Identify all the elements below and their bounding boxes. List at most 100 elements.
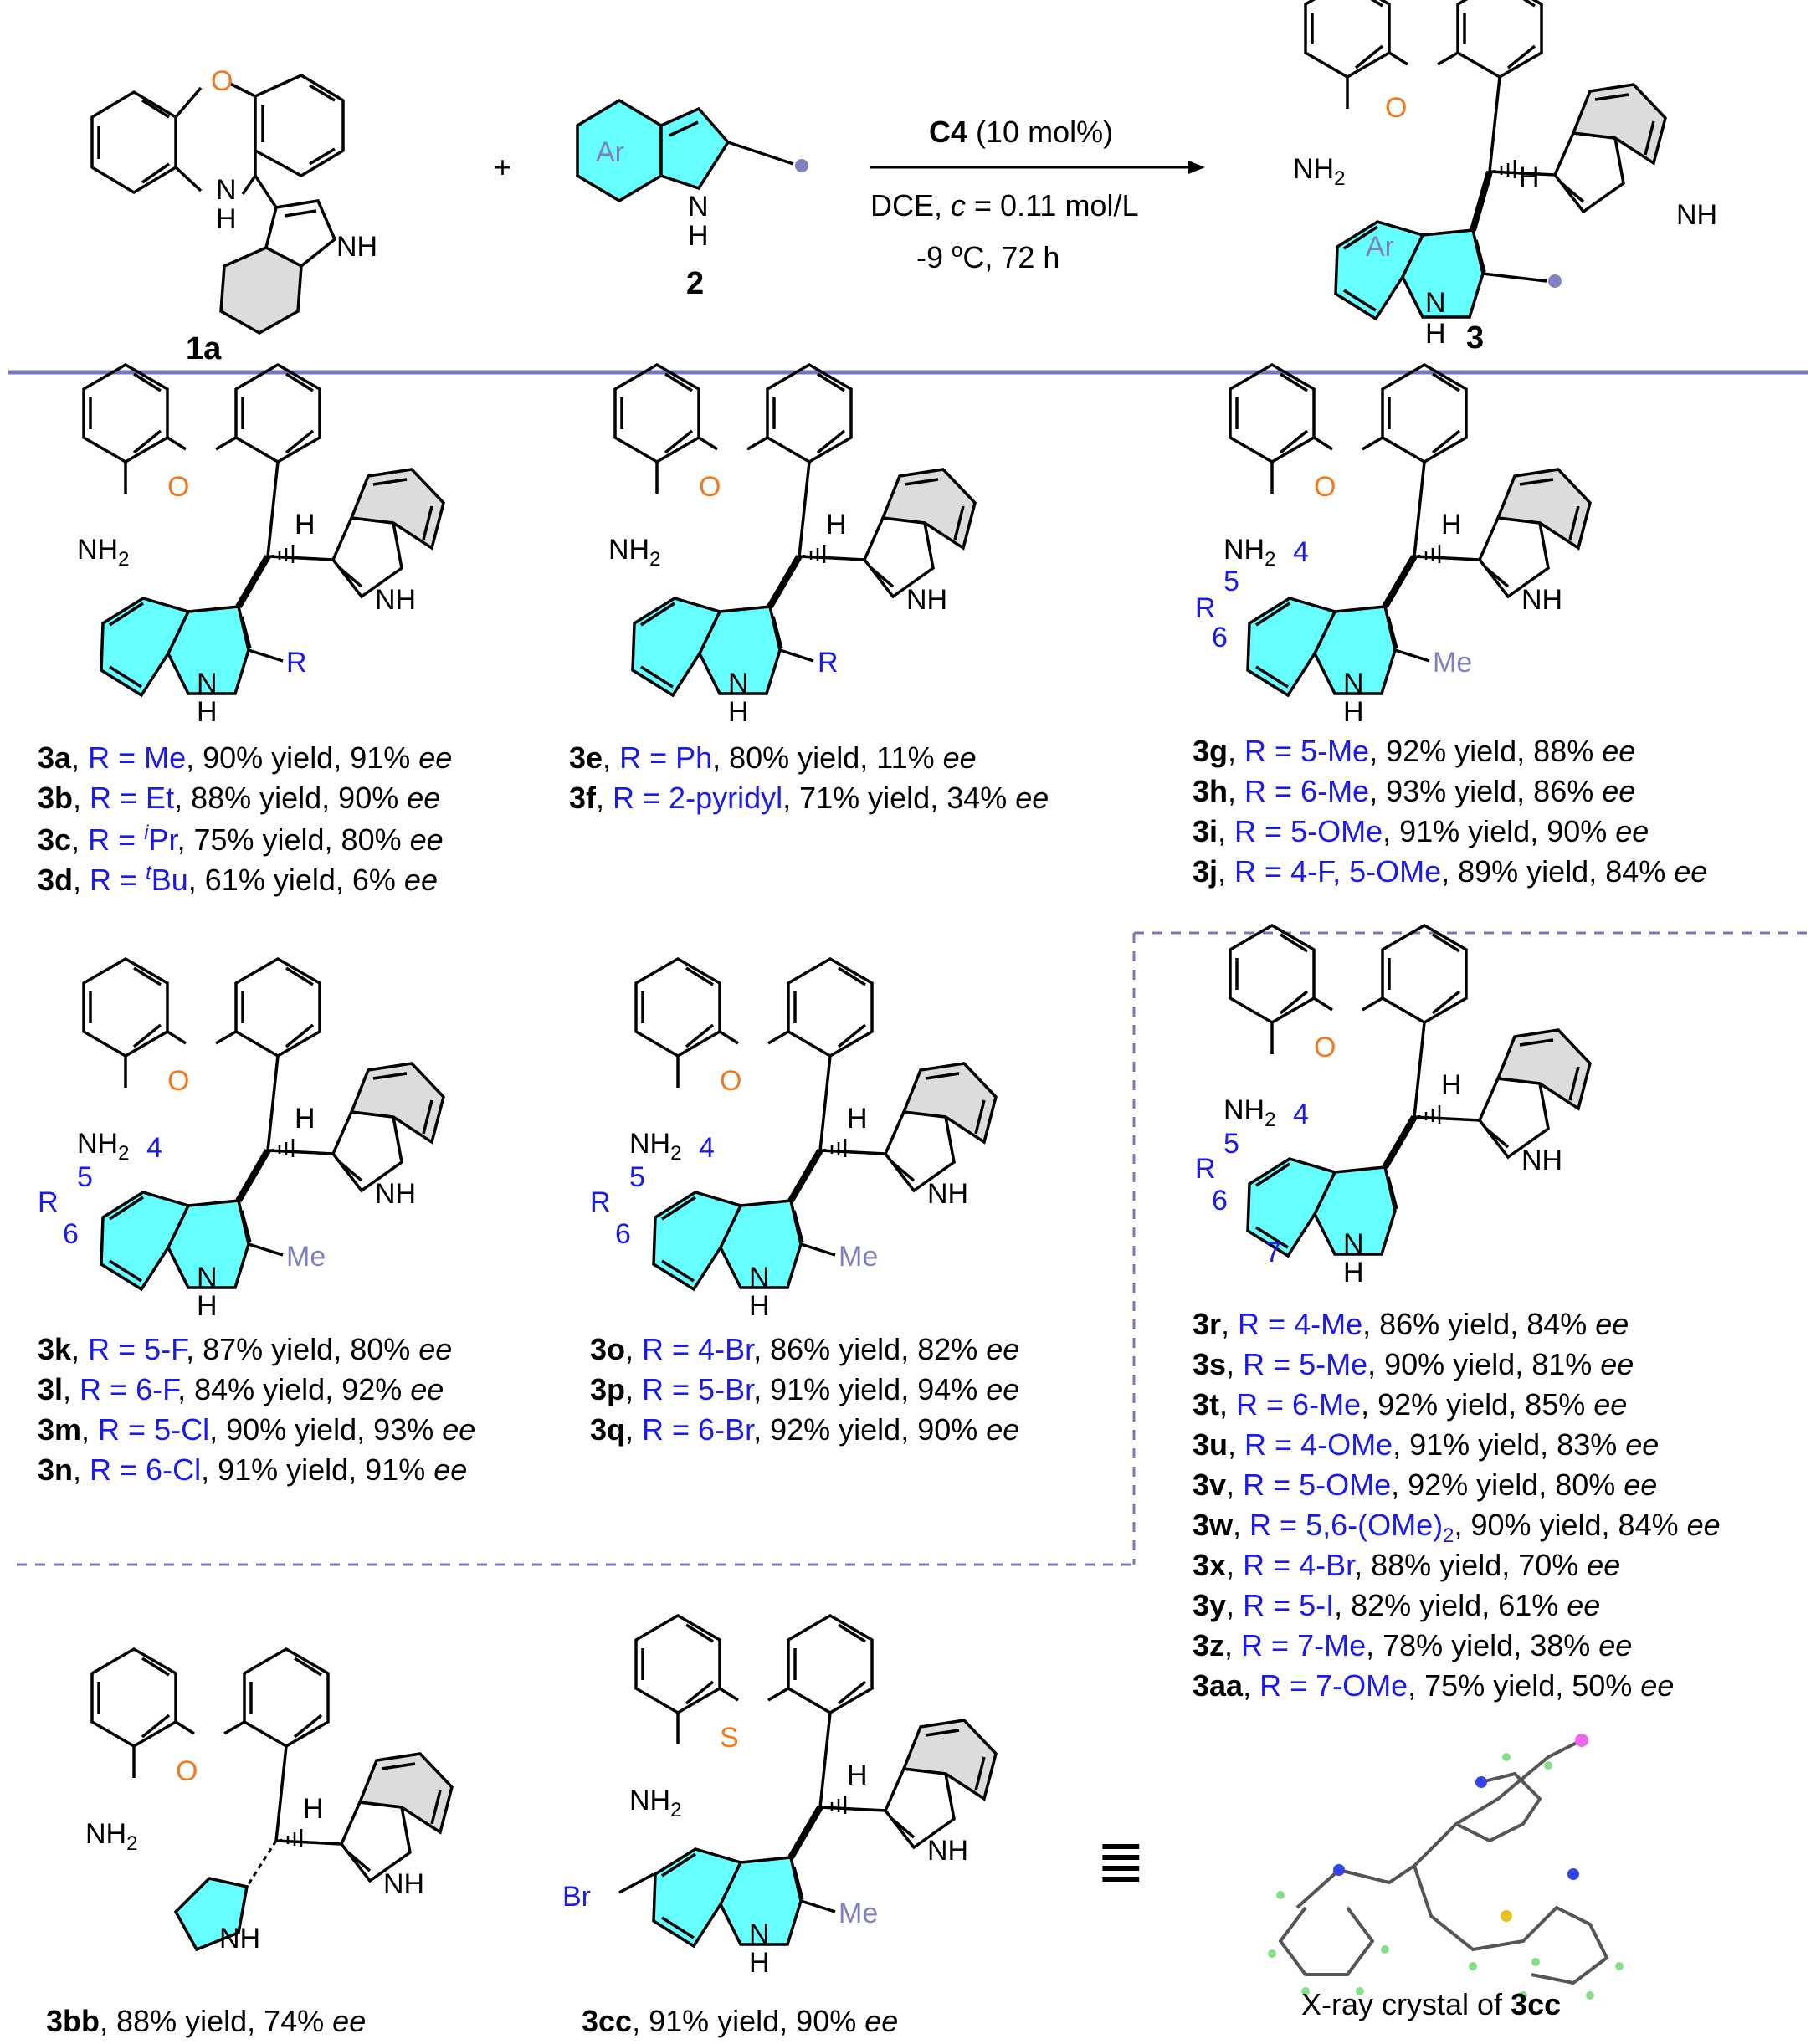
caption-3z: 3z, R = 7-Me, 78% yield, 38% ee bbox=[1193, 1628, 1633, 1662]
equivalence-symbol: ≣ bbox=[1096, 1829, 1146, 1894]
atom-h-1a: H bbox=[216, 203, 237, 235]
structure-3e-3f bbox=[613, 363, 977, 697]
reaction-arrow bbox=[870, 161, 1205, 174]
atom-h: H bbox=[847, 1760, 868, 1791]
atom-h: H bbox=[303, 1793, 324, 1825]
position-6: 6 bbox=[63, 1218, 79, 1250]
substituent-r: R bbox=[286, 647, 307, 679]
substituent-r: R bbox=[38, 1186, 59, 1218]
label-1a: 1a bbox=[186, 331, 222, 366]
caption-xray: X-ray crystal of 3cc bbox=[1301, 1987, 1562, 2021]
atom-o: O bbox=[699, 471, 721, 503]
atom-nh2: NH2 bbox=[629, 1128, 682, 1165]
atom-nh2: NH2 bbox=[629, 1785, 682, 1821]
atom-n-1a: N bbox=[216, 174, 237, 206]
caption-3x: 3x, R = 4-Br, 88% yield, 70% ee bbox=[1193, 1548, 1621, 1582]
substituent-r: R bbox=[590, 1186, 611, 1218]
structure-3g-3j bbox=[1229, 363, 1592, 697]
caption-3l: 3l, R = 6-F, 84% yield, 92% ee bbox=[38, 1372, 444, 1406]
atom-nh: NH bbox=[375, 584, 417, 616]
atom-h: H bbox=[847, 1103, 868, 1135]
caption-3q: 3q, R = 6-Br, 92% yield, 90% ee bbox=[590, 1412, 1020, 1447]
compound-1a-structure bbox=[90, 74, 345, 336]
caption-3u: 3u, R = 4-OMe, 91% yield, 83% ee bbox=[1193, 1427, 1660, 1462]
atom-o-3: O bbox=[1385, 92, 1408, 124]
label-3: 3 bbox=[1466, 320, 1485, 356]
compound-2-structure bbox=[576, 98, 808, 203]
ar-label-2: Ar bbox=[596, 136, 624, 168]
atom-h: H bbox=[1441, 1069, 1462, 1101]
position-5: 5 bbox=[1223, 1128, 1239, 1160]
atom-n-3: N bbox=[1425, 287, 1446, 319]
caption-3a: 3a, R = Me, 90% yield, 91% ee bbox=[38, 740, 453, 775]
position-4: 4 bbox=[699, 1132, 715, 1164]
atom-h: H bbox=[295, 509, 315, 540]
caption-3cc: 3cc, 91% yield, 90% ee bbox=[582, 2004, 899, 2038]
position-4: 4 bbox=[1293, 1099, 1309, 1130]
caption-3k: 3k, R = 5-F, 87% yield, 80% ee bbox=[38, 1332, 453, 1366]
caption-3o: 3o, R = 4-Br, 86% yield, 82% ee bbox=[590, 1332, 1020, 1366]
atom-nh-3: NH bbox=[1676, 199, 1718, 231]
atom-o: O bbox=[176, 1755, 198, 1787]
atom-nh2: NH2 bbox=[608, 534, 661, 571]
atom-nh2: NH2 bbox=[1223, 534, 1276, 571]
position-4: 4 bbox=[1293, 536, 1309, 568]
atom-o-1a: O bbox=[211, 65, 233, 97]
atom-nh: NH bbox=[927, 1178, 969, 1210]
atom-h-3b: H bbox=[1425, 318, 1446, 350]
atom-nh2: NH2 bbox=[85, 1818, 138, 1855]
caption-3c: 3c, R = iPr, 75% yield, 80% ee bbox=[38, 822, 444, 857]
atom-o: O bbox=[167, 471, 190, 503]
substituent-br: Br bbox=[562, 1881, 591, 1913]
reaction-solvent: DCE, c = 0.11 mol/L bbox=[870, 188, 1139, 223]
ar-label-3: Ar bbox=[1366, 231, 1394, 263]
structure-3a-3d bbox=[82, 363, 445, 697]
methyl-label: Me bbox=[286, 1241, 326, 1273]
atom-h-2: H bbox=[688, 220, 709, 252]
caption-3b: 3b, R = Et, 88% yield, 90% ee bbox=[38, 781, 441, 815]
atom-h-3: H bbox=[1519, 161, 1540, 193]
atom-nh-pyrrole: NH bbox=[219, 1923, 261, 1954]
reaction-catalyst: C4 (10 mol%) bbox=[929, 115, 1114, 149]
atom-o: O bbox=[167, 1065, 190, 1097]
structure-3r-3aa bbox=[1229, 924, 1592, 1258]
caption-3h: 3h, R = 6-Me, 93% yield, 86% ee bbox=[1193, 774, 1636, 808]
position-6: 6 bbox=[1212, 622, 1228, 653]
caption-3t: 3t, R = 6-Me, 92% yield, 85% ee bbox=[1193, 1387, 1628, 1422]
methyl-label: Me bbox=[839, 1241, 879, 1273]
position-4: 4 bbox=[146, 1132, 162, 1164]
structure-3k-3n bbox=[82, 957, 445, 1291]
atom-nh2: NH2 bbox=[1223, 1094, 1276, 1131]
atom-nh: NH bbox=[375, 1178, 417, 1210]
caption-3n: 3n, R = 6-Cl, 91% yield, 91% ee bbox=[38, 1452, 468, 1487]
position-7: 7 bbox=[1265, 1237, 1281, 1268]
atom-nh: NH bbox=[1521, 584, 1563, 616]
position-5: 5 bbox=[77, 1161, 93, 1193]
methyl-label: Me bbox=[1433, 647, 1473, 679]
caption-3e: 3e, R = Ph, 80% yield, 11% ee bbox=[569, 740, 977, 775]
caption-3v: 3v, R = 5-OMe, 92% yield, 80% ee bbox=[1193, 1468, 1658, 1502]
atom-nh: NH bbox=[383, 1868, 425, 1900]
atom-n-2: N bbox=[688, 191, 709, 223]
atom-o: O bbox=[1314, 471, 1336, 503]
caption-3j: 3j, R = 4-F, 5-OMe, 89% yield, 84% ee bbox=[1193, 854, 1708, 889]
caption-3w: 3w, R = 5,6-(OMe)2, 90% yield, 84% ee bbox=[1193, 1508, 1721, 1548]
structure-3cc bbox=[618, 1614, 998, 1948]
structure-3o-3q bbox=[634, 957, 998, 1291]
atom-h: H bbox=[295, 1103, 315, 1135]
atom-nh: NH bbox=[927, 1835, 969, 1867]
caption-3p: 3p, R = 5-Br, 91% yield, 94% ee bbox=[590, 1372, 1020, 1406]
caption-3r: 3r, R = 4-Me, 86% yield, 84% ee bbox=[1193, 1307, 1629, 1341]
atom-s: S bbox=[720, 1722, 739, 1754]
atom-h: H bbox=[826, 509, 847, 540]
atom-h: H bbox=[1441, 509, 1462, 540]
plus-sign: + bbox=[494, 150, 512, 184]
reaction-temperature: -9 oC, 72 h bbox=[916, 239, 1060, 274]
xray-crystal-structure bbox=[1268, 1734, 1624, 2000]
